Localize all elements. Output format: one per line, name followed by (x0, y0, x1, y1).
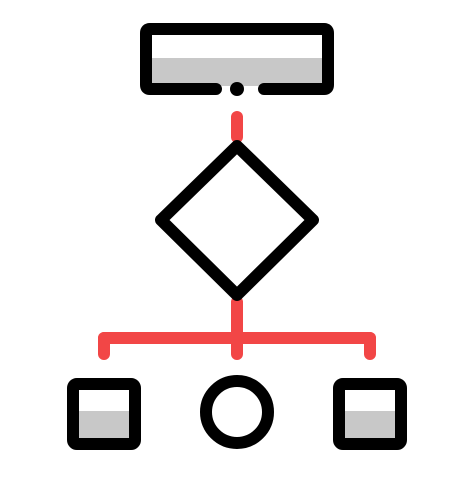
start-rectangle (140, 23, 334, 96)
start-rectangle-shade (147, 58, 327, 86)
right-square-shade (342, 411, 398, 441)
start-rectangle-outline (140, 23, 334, 95)
decision-diamond (155, 140, 319, 301)
center-circle-node (200, 375, 274, 449)
left-square-outline (67, 378, 141, 450)
right-square-outline (333, 378, 407, 450)
right-square-node (333, 378, 407, 450)
left-square-node (67, 378, 141, 450)
left-square-shade (76, 411, 132, 441)
branch-connector (98, 111, 376, 360)
start-rectangle-dot (230, 82, 244, 96)
